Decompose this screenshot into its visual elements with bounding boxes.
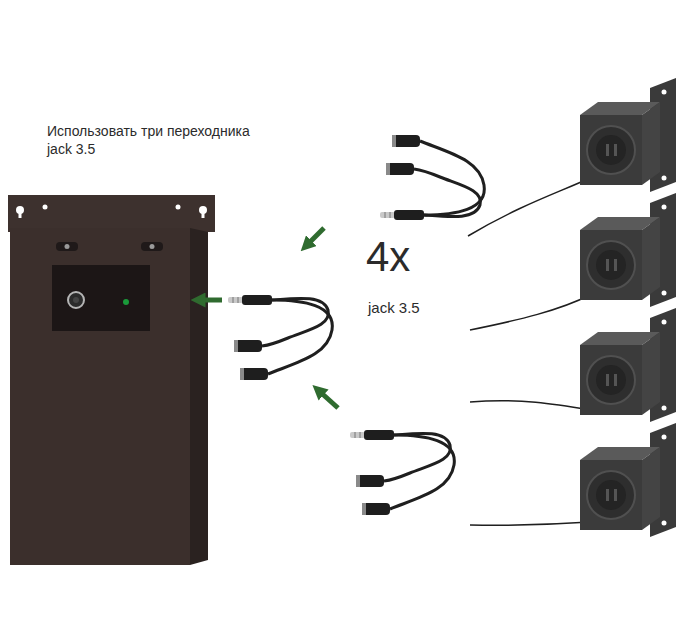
control-box-part — [202, 210, 205, 218]
green-arrows-part — [198, 298, 222, 303]
green-arrows-part — [318, 390, 338, 408]
housing — [10, 228, 190, 565]
connector-label: jack 3.5 — [368, 298, 458, 318]
control-box-part — [176, 205, 181, 210]
control-box-part — [150, 244, 155, 249]
jack-splitter — [228, 295, 332, 380]
control-box — [8, 195, 215, 565]
green-arrows-part — [306, 228, 324, 246]
speaker-wires-part — [470, 295, 590, 330]
speaker — [580, 78, 676, 192]
control-box-part — [56, 242, 78, 251]
control-box-part — [65, 244, 70, 249]
control-box-part — [141, 242, 163, 251]
mount-plate — [8, 195, 215, 232]
speaker-wires-part — [468, 178, 590, 236]
jack-splitter — [380, 135, 484, 220]
speaker — [580, 423, 676, 537]
led — [123, 299, 129, 305]
speaker-wires-part — [470, 401, 590, 410]
control-box-part — [19, 210, 22, 218]
speaker-wires-part — [470, 522, 590, 525]
button — [68, 292, 84, 308]
control-box-part — [73, 297, 79, 303]
window — [52, 265, 150, 331]
speaker — [580, 193, 676, 307]
speaker — [580, 308, 676, 422]
green-arrows — [198, 228, 338, 408]
instruction-note: Использовать три переходника jack 3.5 — [47, 122, 277, 158]
jack-splitter — [350, 430, 454, 515]
speaker-wires — [468, 178, 590, 525]
control-box-part — [43, 205, 48, 210]
control-box-part — [190, 228, 208, 565]
quantity-label: 4x — [366, 236, 446, 278]
